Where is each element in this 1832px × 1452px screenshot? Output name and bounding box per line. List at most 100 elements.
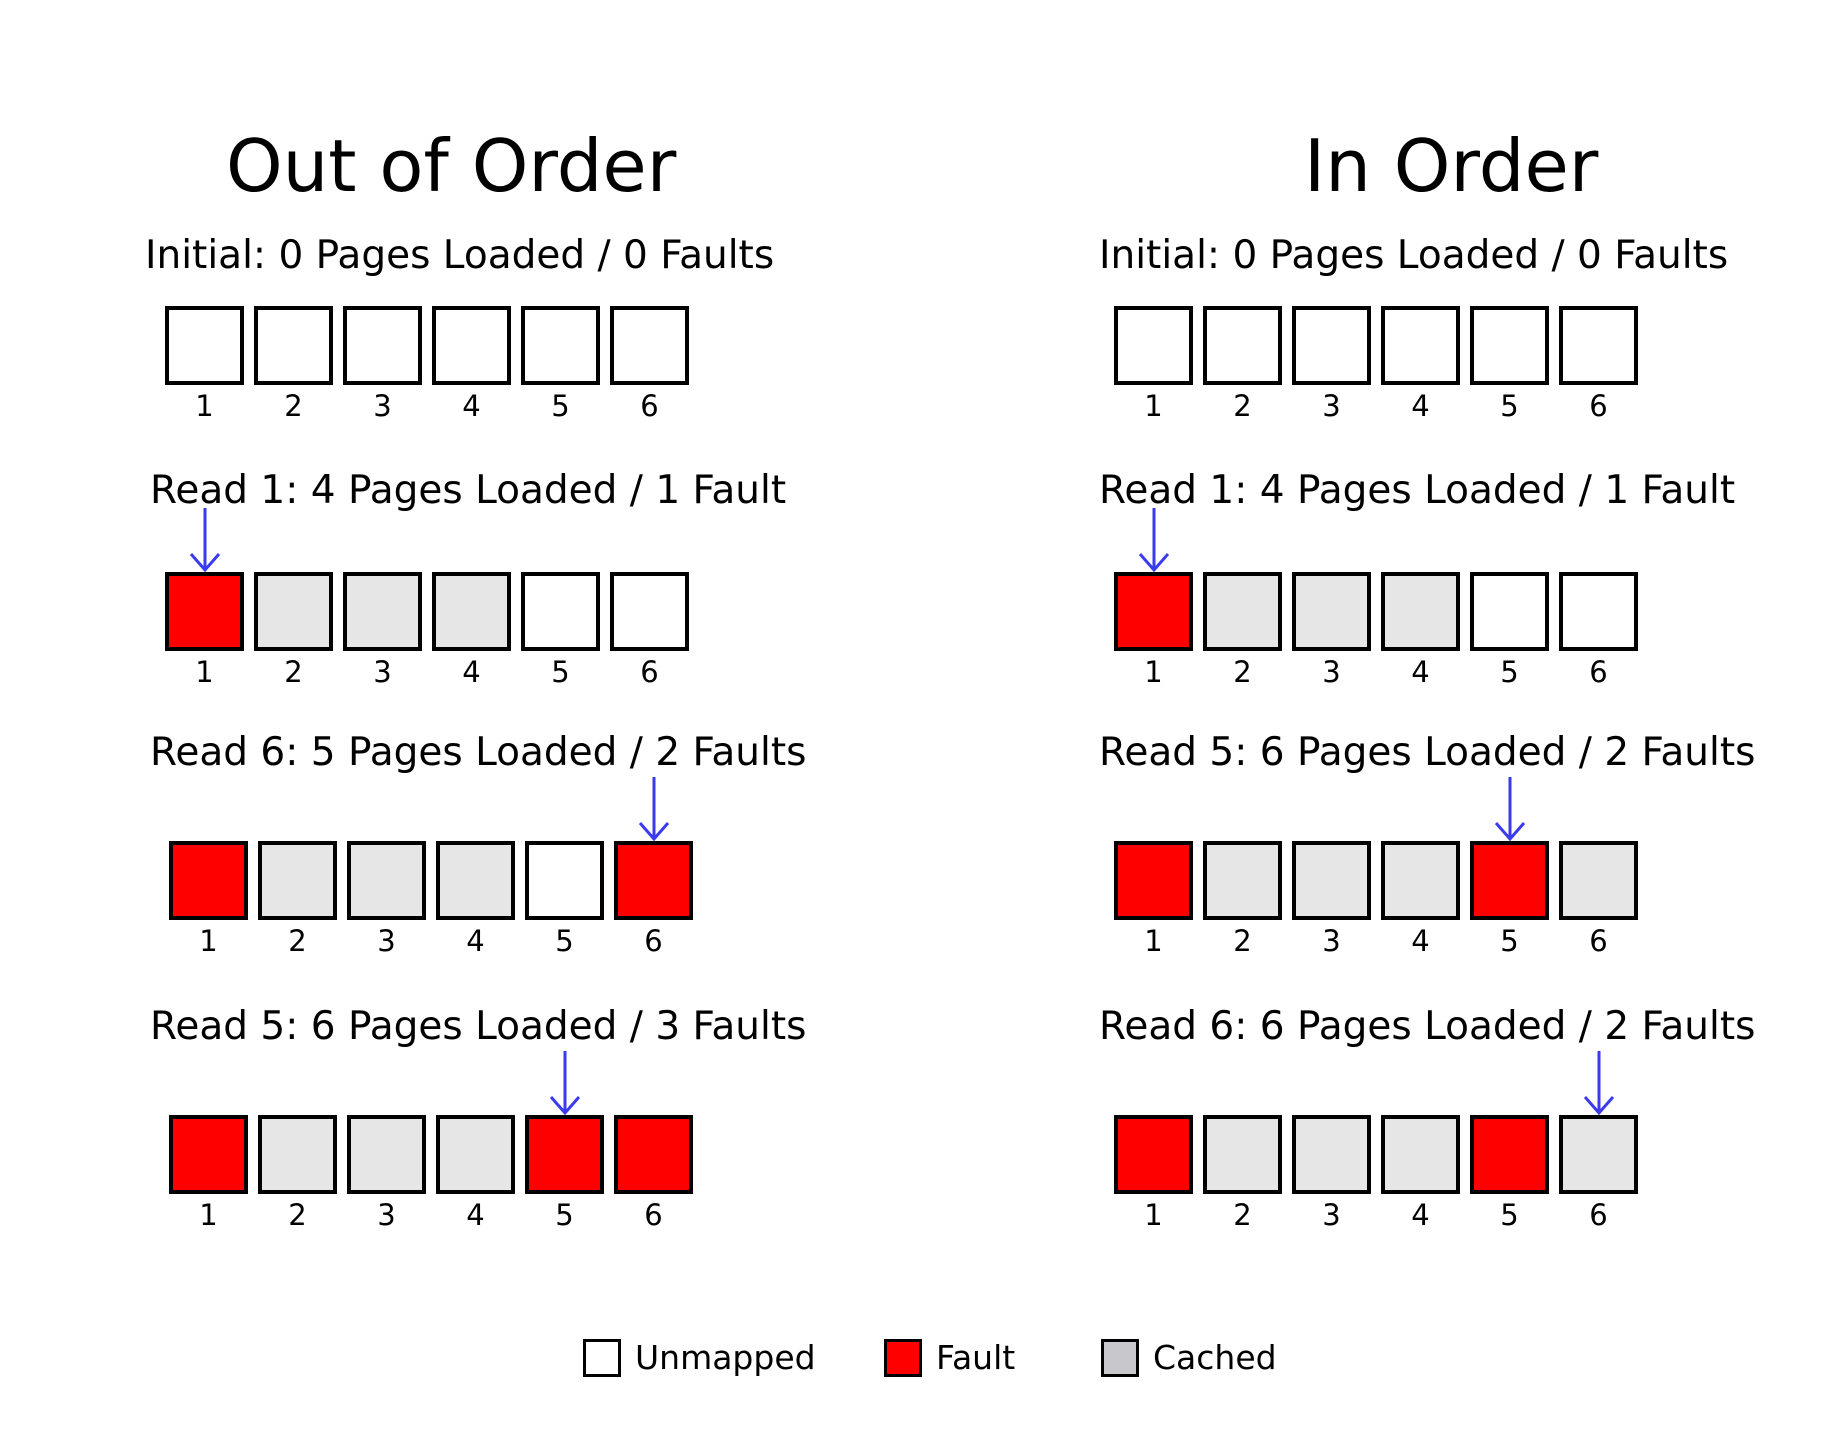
page-number: 3: [1322, 389, 1341, 423]
page-number: 1: [199, 924, 218, 958]
page-box: [432, 306, 511, 385]
page-box: [165, 306, 244, 385]
page-number: 3: [377, 1198, 396, 1232]
page-box: [610, 306, 689, 385]
page-number: 6: [644, 924, 663, 958]
page-number: 1: [199, 1198, 218, 1232]
page-number: 4: [1411, 389, 1430, 423]
page-number: 6: [644, 1198, 663, 1232]
page-box: [525, 1115, 604, 1194]
page-box: [1114, 1115, 1193, 1194]
page-box: [1381, 1115, 1460, 1194]
row-label: Initial: 0 Pages Loaded / 0 Faults: [1099, 233, 1729, 278]
page-box: [1292, 1115, 1371, 1194]
page-box: [1559, 841, 1638, 920]
page-box: [432, 572, 511, 651]
read-arrow-icon: [189, 508, 220, 573]
legend-swatch-fault: [884, 1339, 922, 1377]
page-box: [1114, 306, 1193, 385]
legend-label: Unmapped: [635, 1338, 816, 1377]
page-number: 5: [1500, 1198, 1519, 1232]
page-number: 4: [466, 1198, 485, 1232]
page-box: [1292, 572, 1371, 651]
page-box: [1203, 572, 1282, 651]
read-arrow-icon: [638, 777, 669, 842]
page-number: 1: [195, 389, 214, 423]
row-label: Initial: 0 Pages Loaded / 0 Faults: [145, 233, 775, 278]
page-number: 3: [1322, 1198, 1341, 1232]
page-number: 3: [1322, 655, 1341, 689]
page-box: [1114, 841, 1193, 920]
page-number: 6: [1589, 1198, 1608, 1232]
page-number: 4: [462, 655, 481, 689]
page-number: 1: [1144, 389, 1163, 423]
page-box: [436, 841, 515, 920]
page-number: 6: [640, 655, 659, 689]
page-number: 1: [1144, 1198, 1163, 1232]
column-title: Out of Order: [226, 124, 677, 208]
page-box: [165, 572, 244, 651]
page-box: [1292, 306, 1371, 385]
page-number: 4: [466, 924, 485, 958]
legend-item-fault: Fault: [884, 1335, 1034, 1379]
read-arrow-icon: [1138, 508, 1169, 573]
page-number: 4: [462, 389, 481, 423]
page-number: 2: [284, 655, 303, 689]
page-number: 5: [555, 924, 574, 958]
legend-label: Fault: [936, 1338, 1016, 1377]
page-box: [254, 572, 333, 651]
page-box: [1559, 1115, 1638, 1194]
row-label: Read 5: 6 Pages Loaded / 2 Faults: [1099, 730, 1756, 775]
page-number: 5: [1500, 389, 1519, 423]
legend-swatch-unmapped: [583, 1339, 621, 1377]
row-label: Read 1: 4 Pages Loaded / 1 Fault: [1099, 468, 1736, 513]
page-box: [343, 572, 422, 651]
page-number: 5: [555, 1198, 574, 1232]
page-number: 5: [551, 389, 570, 423]
page-box: [343, 306, 422, 385]
page-box: [1381, 572, 1460, 651]
page-box: [614, 1115, 693, 1194]
row-label: Read 6: 6 Pages Loaded / 2 Faults: [1099, 1004, 1756, 1049]
page-number: 3: [1322, 924, 1341, 958]
page-box: [1470, 572, 1549, 651]
page-number: 2: [1233, 655, 1252, 689]
page-box: [1559, 572, 1638, 651]
page-number: 2: [284, 389, 303, 423]
page-box: [521, 572, 600, 651]
read-arrow-icon: [549, 1051, 580, 1116]
page-box: [1381, 306, 1460, 385]
row-label: Read 6: 5 Pages Loaded / 2 Faults: [150, 730, 807, 775]
page-number: 5: [551, 655, 570, 689]
page-box: [436, 1115, 515, 1194]
page-box: [1292, 841, 1371, 920]
page-box: [525, 841, 604, 920]
page-box: [1470, 841, 1549, 920]
page-number: 5: [1500, 924, 1519, 958]
page-number: 1: [1144, 924, 1163, 958]
row-label: Read 1: 4 Pages Loaded / 1 Fault: [150, 468, 787, 513]
page-number: 3: [377, 924, 396, 958]
column-title: In Order: [1304, 124, 1599, 208]
page-box: [1203, 1115, 1282, 1194]
page-box: [1114, 572, 1193, 651]
page-number: 3: [373, 655, 392, 689]
page-number: 1: [1144, 655, 1163, 689]
read-arrow-icon: [1494, 777, 1525, 842]
page-box: [521, 306, 600, 385]
page-box: [169, 841, 248, 920]
legend-label: Cached: [1153, 1338, 1277, 1377]
page-number: 4: [1411, 1198, 1430, 1232]
page-box: [1381, 841, 1460, 920]
page-box: [1203, 841, 1282, 920]
legend-item-cached: Cached: [1101, 1335, 1301, 1379]
legend: Unmapped Fault Cached: [0, 1335, 1832, 1385]
page-box: [169, 1115, 248, 1194]
page-box: [614, 841, 693, 920]
